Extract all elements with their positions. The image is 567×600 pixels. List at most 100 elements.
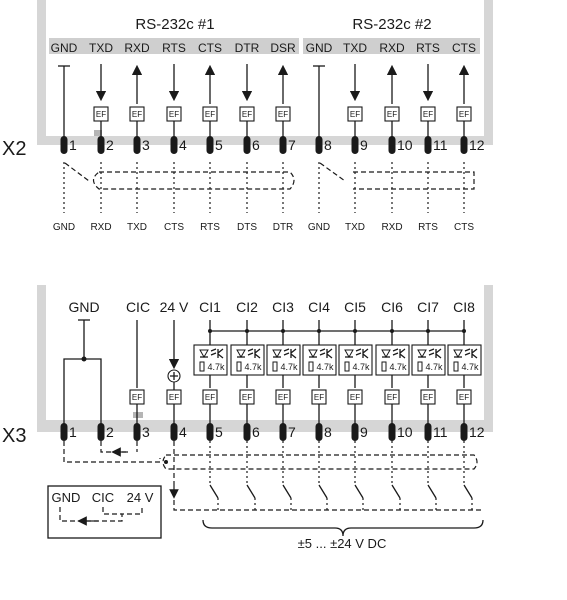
ef-label: EF (205, 110, 215, 119)
ef-filter-box: EF (420, 389, 436, 405)
x2-cable-shield (64, 162, 475, 190)
pin-terminal: 10 (388, 136, 413, 154)
ef-label: EF (423, 110, 433, 119)
resistor-label: 4.7k (389, 362, 407, 372)
x2-bottom-label: TXD (345, 222, 365, 233)
x2-bottom-label: RTS (418, 222, 438, 233)
x3-signal-ci1: CI1 (199, 299, 221, 315)
x2-panel: RS-232c #1 RS-232c #2 (37, 0, 493, 145)
ef-label: EF (459, 110, 469, 119)
ef-filter-box: EF (93, 106, 109, 122)
pin-terminal: 8 (315, 423, 332, 441)
ef-label: EF (423, 393, 433, 402)
pin-terminal: 6 (243, 423, 260, 441)
x2-signal-rxd: RXD (124, 41, 150, 55)
ef-label: EF (169, 393, 179, 402)
x2-bottom-label: DTS (237, 222, 257, 233)
pin-number: 11 (433, 424, 448, 440)
x2-signal-rts: RTS (416, 41, 440, 55)
ef-label: EF (387, 393, 397, 402)
pin-terminal: 7 (279, 136, 296, 154)
resistor-label: 4.7k (316, 362, 334, 372)
x2-bottom-label: RXD (381, 222, 402, 233)
ef-filter-box: EF (166, 106, 182, 122)
ef-filter-box: EF (166, 389, 182, 405)
x3-signal-ci4: CI4 (308, 299, 330, 315)
x3-signal-ci5: CI5 (344, 299, 366, 315)
voltage-range-label: ±5 ... ±24 V DC (298, 536, 387, 551)
resistor-label: 4.7k (352, 362, 370, 372)
pin-number: 3 (142, 424, 150, 440)
resistor-label: 4.7k (207, 362, 225, 372)
optocoupler: 4.7k (230, 344, 265, 376)
x2-signal-txd: TXD (89, 41, 113, 55)
x3-signal-ci8: CI8 (453, 299, 475, 315)
pin-number: 1 (69, 137, 77, 153)
x2-bottom-label: CTS (164, 222, 184, 233)
pin-terminal: 2 (97, 136, 114, 154)
ef-filter-box: EF (347, 389, 363, 405)
x3-panel (37, 285, 493, 432)
pin-terminal: 7 (279, 423, 296, 441)
ef-label: EF (205, 393, 215, 402)
pin-number: 12 (469, 137, 485, 153)
pin-number: 12 (469, 424, 485, 440)
pin-number: 6 (252, 424, 260, 440)
pin-number: 8 (324, 424, 332, 440)
legend-24v: 24 V (127, 490, 154, 505)
x2-group2-title: RS-232c #2 (352, 16, 431, 33)
x2-bottom-label: TXD (127, 222, 147, 233)
resistor-label: 4.7k (280, 362, 298, 372)
pin-number: 7 (288, 137, 296, 153)
ef-label: EF (132, 110, 142, 119)
pin-number: 9 (360, 137, 368, 153)
ef-filter-box: EF (202, 389, 218, 405)
x2-bottom-label: RTS (200, 222, 220, 233)
pin-terminal: 12 (460, 136, 485, 154)
ef-filter-box: EF (275, 389, 291, 405)
ef-filter-box: EF (311, 389, 327, 405)
pin-number: 3 (142, 137, 150, 153)
optocoupler: 4.7k (411, 344, 446, 376)
pin-number: 2 (106, 424, 114, 440)
pin-number: 11 (433, 137, 448, 153)
pin-number: 5 (215, 137, 223, 153)
pin-number: 8 (324, 137, 332, 153)
ef-label: EF (169, 110, 179, 119)
x3-signal-ci7: CI7 (417, 299, 439, 315)
x3-signal-ci3: CI3 (272, 299, 294, 315)
pin-terminal: 5 (206, 136, 223, 154)
pin-number: 1 (69, 424, 77, 440)
pin-number: 5 (215, 424, 223, 440)
pin-number: 9 (360, 424, 368, 440)
x2-group1-header (49, 38, 299, 54)
ef-label: EF (242, 110, 252, 119)
x3-signal-ci6: CI6 (381, 299, 403, 315)
ef-filter-box: EF (129, 389, 145, 405)
optocoupler: 4.7k (338, 344, 373, 376)
ef-filter-box: EF (347, 106, 363, 122)
legend-cic: CIC (92, 490, 114, 505)
pin-terminal: 8 (315, 136, 332, 154)
pin-terminal: 9 (351, 136, 368, 154)
x2-group2-header (303, 38, 480, 54)
x3-signal-24v: 24 V (160, 299, 189, 315)
optocoupler: 4.7k (193, 344, 228, 376)
ef-label: EF (314, 393, 324, 402)
pin-terminal: 11 (424, 423, 448, 441)
x2-bottom-label: RXD (90, 222, 111, 233)
optocoupler: 4.7k (302, 344, 337, 376)
pin-terminal: 5 (206, 423, 223, 441)
x2-signal-gnd: GND (51, 41, 78, 55)
pin-number: 10 (397, 137, 413, 153)
x3-signal-gnd: GND (68, 299, 99, 315)
x2-signal-cts: CTS (198, 41, 222, 55)
pin-terminal: 1 (60, 423, 77, 441)
ef-label: EF (387, 110, 397, 119)
x2-signal-gnd: GND (306, 41, 333, 55)
x2-signal-txd: TXD (343, 41, 367, 55)
pin-terminal: 3 (133, 136, 150, 154)
